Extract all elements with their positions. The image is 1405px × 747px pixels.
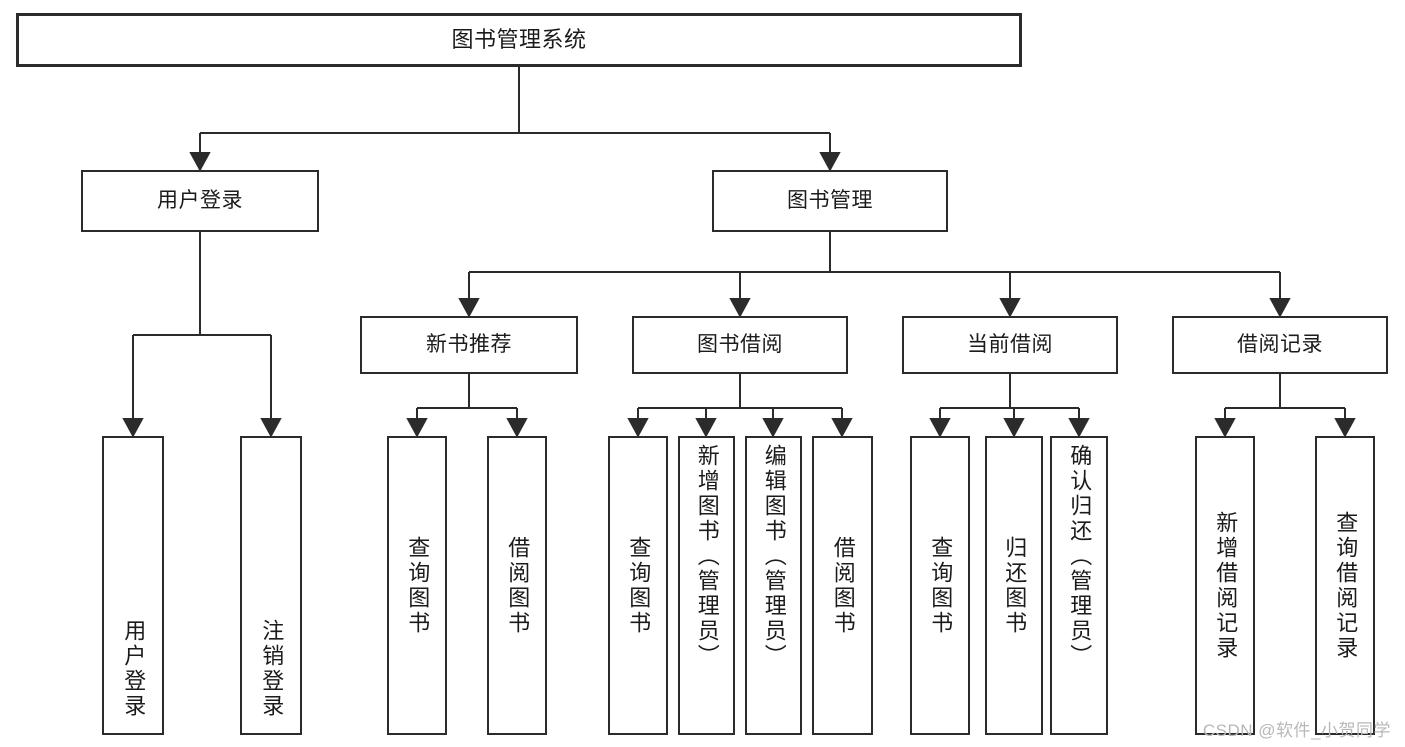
leaf-node-label: 借阅图书 xyxy=(505,535,531,636)
leaf-node-label: 查询图书 xyxy=(626,535,652,636)
leaf-node-4[interactable]: 查询图书 xyxy=(608,436,668,735)
leaf-node-label: 用户登录 xyxy=(121,619,147,719)
leaf-node-label: 查询图书 xyxy=(405,535,431,636)
leaf-node-6[interactable]: 编辑图书（管理员） xyxy=(745,436,802,735)
leaf-node-label: 借阅图书 xyxy=(830,535,856,636)
branch-node-5[interactable]: 借阅记录 xyxy=(1172,316,1388,374)
root-node-label: 图书管理系统 xyxy=(451,27,587,53)
leaf-node-8[interactable]: 查询图书 xyxy=(910,436,970,735)
leaf-node-label: 编辑图书（管理员） xyxy=(761,444,787,669)
branch-node-3[interactable]: 图书借阅 xyxy=(632,316,848,374)
branch-node-label: 新书推荐 xyxy=(426,332,512,356)
leaf-node-5[interactable]: 新增图书（管理员） xyxy=(678,436,735,735)
leaf-node-11[interactable]: 新增借阅记录 xyxy=(1195,436,1255,735)
leaf-node-7[interactable]: 借阅图书 xyxy=(812,436,873,735)
leaf-node-label: 查询借阅记录 xyxy=(1333,510,1359,661)
leaf-node-1[interactable]: 注销登录 xyxy=(240,436,302,735)
branch-node-0[interactable]: 用户登录 xyxy=(81,170,319,232)
leaf-node-12[interactable]: 查询借阅记录 xyxy=(1315,436,1375,735)
leaf-node-3[interactable]: 借阅图书 xyxy=(487,436,547,735)
leaf-node-label: 确认归还（管理员） xyxy=(1067,444,1093,669)
branch-node-2[interactable]: 新书推荐 xyxy=(360,316,578,374)
branch-node-label: 图书管理 xyxy=(787,188,873,212)
leaf-node-label: 归还图书 xyxy=(1002,535,1028,636)
leaf-node-9[interactable]: 归还图书 xyxy=(985,436,1043,735)
branch-node-label: 借阅记录 xyxy=(1237,332,1323,356)
csdn-watermark: CSDN @软件_小贺同学 xyxy=(1202,721,1391,740)
root-node-0[interactable]: 图书管理系统 xyxy=(16,13,1022,67)
leaf-node-label: 注销登录 xyxy=(259,619,285,719)
branch-node-label: 用户登录 xyxy=(157,188,243,212)
leaf-node-label: 查询图书 xyxy=(928,535,954,636)
leaf-node-2[interactable]: 查询图书 xyxy=(387,436,447,735)
branch-node-4[interactable]: 当前借阅 xyxy=(902,316,1118,374)
branch-node-1[interactable]: 图书管理 xyxy=(712,170,948,232)
branch-node-label: 当前借阅 xyxy=(967,332,1053,356)
branch-node-label: 图书借阅 xyxy=(697,332,783,356)
leaf-node-label: 新增图书（管理员） xyxy=(694,444,720,669)
leaf-node-0[interactable]: 用户登录 xyxy=(102,436,164,735)
leaf-node-10[interactable]: 确认归还（管理员） xyxy=(1050,436,1108,735)
connector-lines xyxy=(122,67,1356,438)
leaf-node-label: 新增借阅记录 xyxy=(1213,510,1239,661)
